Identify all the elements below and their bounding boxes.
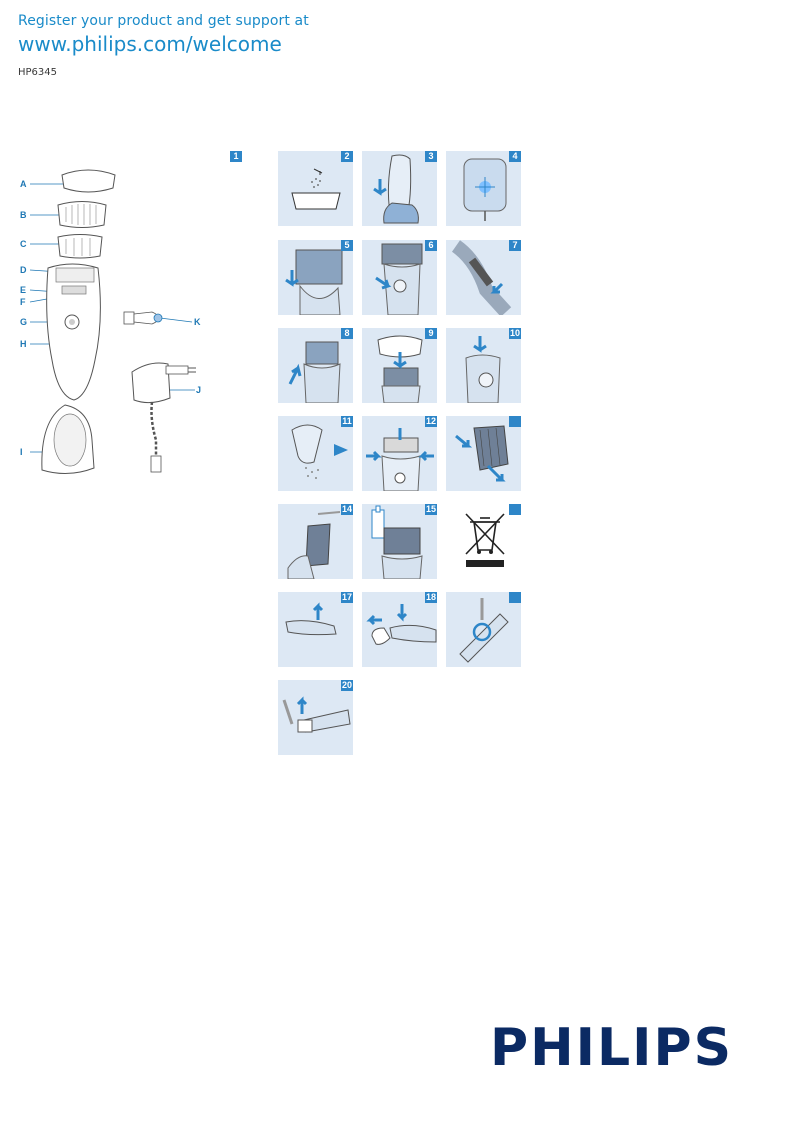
- step-number-badge: 9: [425, 328, 437, 339]
- clean-brush-icon: [287, 511, 341, 579]
- remove-cap-icon: [285, 249, 343, 315]
- step-number-badge: 18: [425, 592, 437, 603]
- step-tile-16: [446, 504, 521, 579]
- attach-cap-icon: [377, 335, 423, 403]
- shave-leg-icon: [451, 240, 512, 315]
- label-h: H: [20, 339, 27, 349]
- step-tile-14: 14: [278, 504, 353, 579]
- step-number-badge: 10: [509, 328, 521, 339]
- step-number-badge: 6: [425, 240, 437, 251]
- step-number-badge: 7: [509, 240, 521, 251]
- trimmer-clean-icon: [282, 696, 351, 733]
- step-number-badge: 17: [341, 592, 353, 603]
- label-g: G: [20, 317, 28, 327]
- step-tile-5: 5: [278, 240, 353, 315]
- label-f: F: [20, 297, 26, 307]
- figure-number-badge: 1: [230, 151, 242, 162]
- philips-logo: PHILIPS: [490, 1018, 734, 1078]
- adapter-light-icon: [463, 158, 507, 221]
- step-number-badge: 12: [425, 416, 437, 427]
- step-tile-17: 17: [278, 592, 353, 667]
- shaver-in-stand-icon: [373, 154, 419, 224]
- remove-head-icon: [288, 341, 341, 403]
- label-i: I: [20, 447, 23, 457]
- press-cap-icon: [465, 336, 501, 403]
- step-tile-4: 4: [446, 151, 521, 226]
- step-tile-6: 6: [362, 240, 437, 315]
- step-tile-2: 2: [278, 151, 353, 226]
- step-number-badge: 3: [425, 151, 437, 162]
- step-tile-15: 15: [362, 504, 437, 579]
- welcome-url[interactable]: www.philips.com/welcome: [18, 32, 282, 56]
- step-number-badge: 8: [341, 328, 353, 339]
- step-tile-19: [446, 592, 521, 667]
- product-overview-drawing: [29, 169, 196, 474]
- step-tile-8: 8: [278, 328, 353, 403]
- step-tile-11: 11: [278, 416, 353, 491]
- step-number-badge: 5: [341, 240, 353, 251]
- step-number-badge: 15: [425, 504, 437, 515]
- step-number-badge: [509, 504, 521, 515]
- rinse-icon: [291, 424, 348, 479]
- recycle-bin-icon: [465, 513, 505, 567]
- step-tile-12: 12: [362, 416, 437, 491]
- step-tile-20: 20: [278, 680, 353, 755]
- oil-drop-icon: [371, 505, 423, 579]
- step-number-badge: 11: [341, 416, 353, 427]
- label-j: J: [196, 385, 202, 395]
- step-number-badge: [509, 592, 521, 603]
- release-foil-icon: [455, 425, 509, 482]
- step-tile-7: 7: [446, 240, 521, 315]
- trimmer-rotate-icon: [459, 598, 509, 663]
- model-number: HP6345: [18, 67, 57, 78]
- register-line: Register your product and get support at: [18, 13, 309, 29]
- step-number-badge: [509, 416, 521, 427]
- step-number-badge: 14: [341, 504, 353, 515]
- step-number-badge: 4: [509, 151, 521, 162]
- step-number-badge: 20: [341, 680, 353, 691]
- trimmer-cap-icon: [366, 604, 437, 645]
- shower-bath-icon: [291, 168, 341, 210]
- label-e: E: [20, 285, 27, 295]
- step-tile-3: 3: [362, 151, 437, 226]
- step-number-badge: 2: [341, 151, 353, 162]
- step-tile-13: [446, 416, 521, 491]
- label-b: B: [20, 210, 27, 220]
- trimmer-open-icon: [285, 602, 337, 636]
- label-a: A: [20, 179, 27, 189]
- label-c: C: [20, 239, 27, 249]
- step-tile-18: 18: [362, 592, 437, 667]
- step-tile-10: 10: [446, 328, 521, 403]
- step-tile-9: 9: [362, 328, 437, 403]
- label-d: D: [20, 265, 27, 275]
- squeeze-head-icon: [366, 428, 434, 491]
- label-k: K: [194, 317, 201, 327]
- press-button-icon: [375, 243, 423, 315]
